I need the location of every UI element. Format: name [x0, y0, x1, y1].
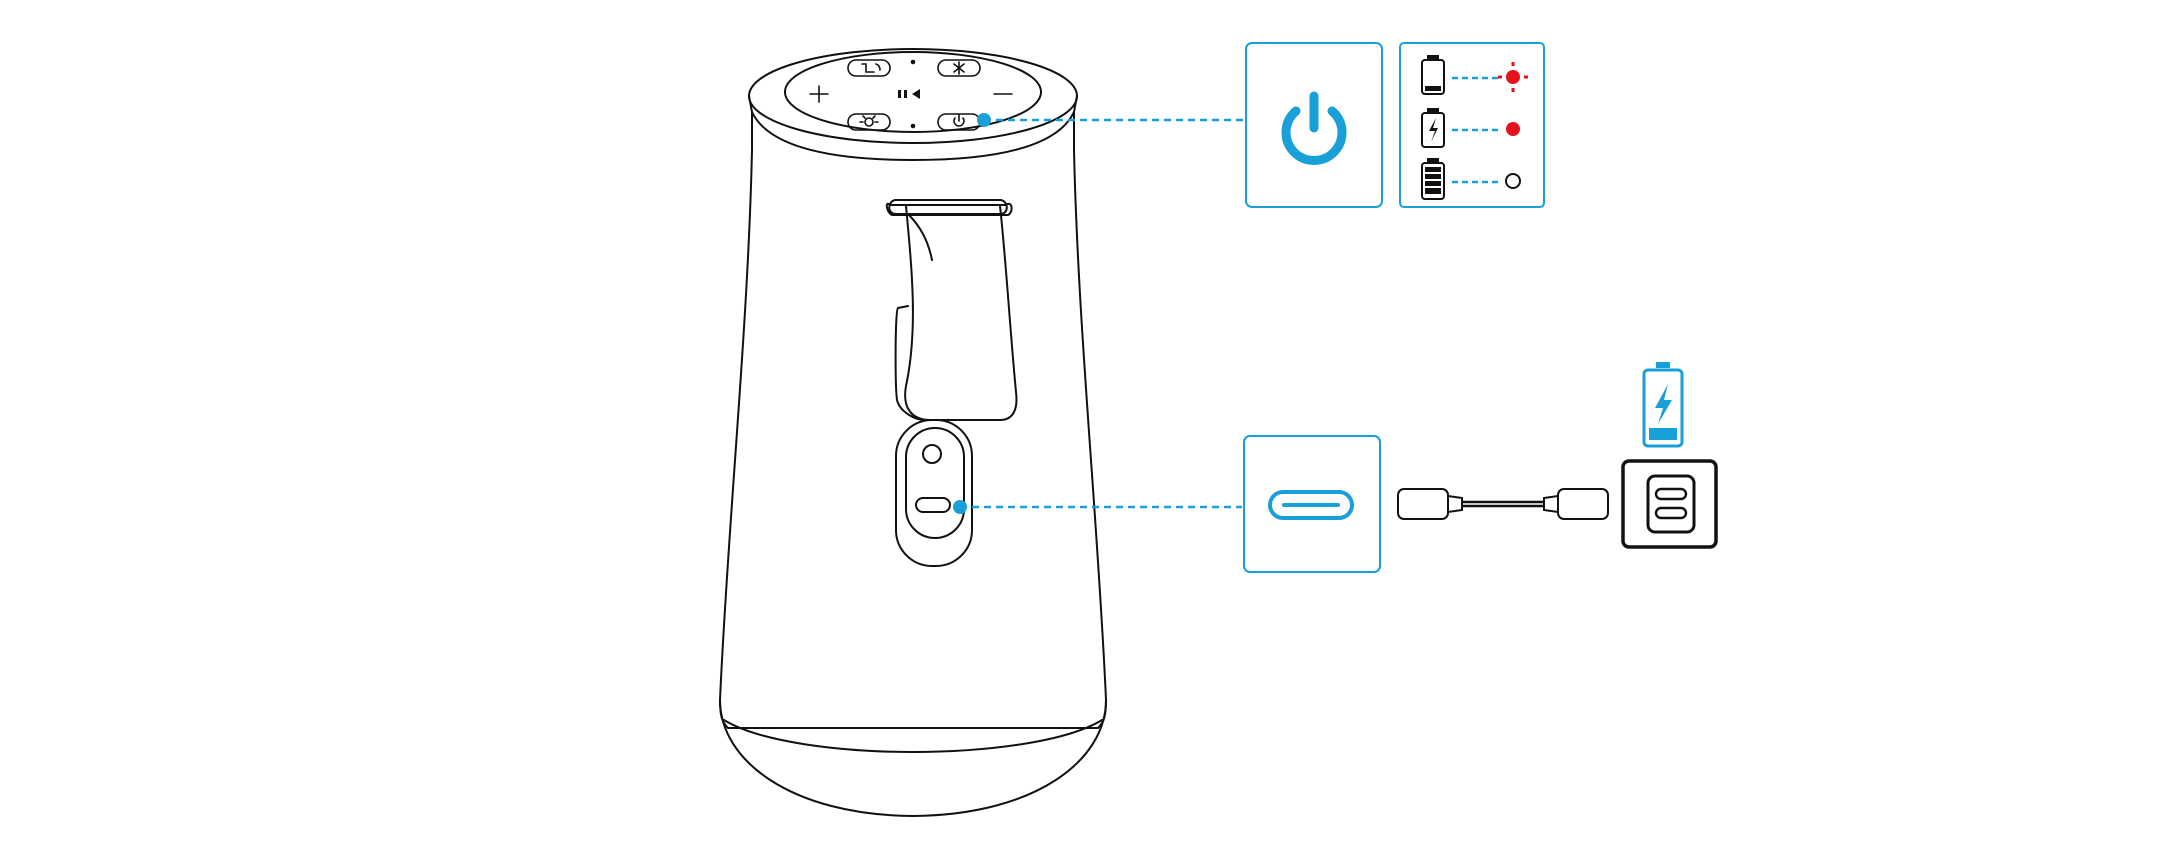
adapter-port	[1654, 487, 1688, 501]
port-cover-outer	[895, 419, 973, 567]
phone-voice-icon	[861, 63, 881, 73]
usb-c-port	[915, 497, 951, 513]
speaker-top-side	[748, 95, 1078, 161]
off-indicator	[1505, 173, 1521, 189]
panel-dot	[910, 123, 916, 129]
red-solid-indicator	[1506, 122, 1520, 136]
battery-low-icon	[1421, 55, 1445, 95]
battery-charging-icon	[1642, 362, 1684, 448]
speaker-body	[719, 111, 1107, 729]
light-mode-button	[847, 113, 891, 131]
voice-assistant-button	[847, 59, 891, 77]
power-callout-box	[1245, 42, 1383, 208]
volume-up-button	[809, 85, 829, 103]
power-leader-dot	[977, 113, 991, 127]
play-pause-button	[898, 89, 920, 99]
strap-inner	[907, 213, 933, 261]
speaker-base	[719, 699, 1107, 817]
strap-slot	[885, 202, 1013, 216]
battery-full-icon	[1421, 158, 1445, 200]
strap-back	[894, 305, 926, 421]
usb-c-port-icon	[1268, 490, 1354, 520]
usb-c-adapter	[1621, 459, 1718, 549]
cable-connector-left	[1397, 488, 1449, 520]
power-icon	[953, 114, 965, 127]
adapter-port	[1654, 506, 1688, 520]
battery-charging-icon	[1421, 108, 1445, 148]
power-icon	[1281, 91, 1347, 165]
speaker-base-seam	[723, 719, 1103, 753]
battery-status-box	[1399, 42, 1545, 208]
panel-dot	[910, 59, 916, 65]
port-cover-inner	[905, 427, 965, 539]
usb-leader-dot	[953, 500, 967, 514]
bluetooth-button	[937, 59, 981, 77]
strap	[904, 205, 1018, 421]
light-icon	[859, 115, 879, 127]
cable-wire	[1462, 500, 1544, 508]
bluetooth-icon	[953, 61, 965, 75]
cable-connector-right	[1557, 488, 1609, 520]
port-cover-hole	[922, 444, 942, 464]
usb-c-port-tongue	[1282, 503, 1340, 507]
red-flashing-indicator	[1498, 62, 1528, 92]
usb-c-callout-box	[1243, 435, 1381, 573]
speaker-illustration	[719, 48, 1107, 817]
usb-c-cable	[1397, 488, 1609, 520]
control-panel	[784, 51, 1042, 133]
